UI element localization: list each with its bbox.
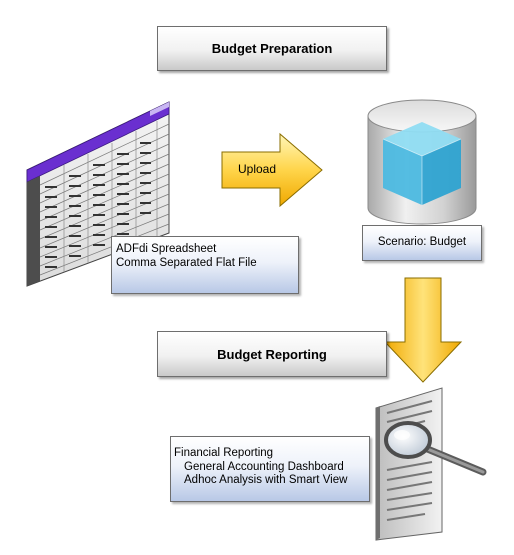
budget-reporting-box: Budget Reporting <box>157 331 387 377</box>
report-tool-smart-view: Adhoc Analysis with Smart View <box>184 474 348 486</box>
reporting-tools-box: Financial Reporting General Accounting D… <box>170 436 370 502</box>
source-format-flat-file: Comma Separated Flat File <box>116 256 257 269</box>
source-format-adfdi: ADFdi Spreadsheet <box>116 243 217 255</box>
budget-preparation-box: Budget Preparation <box>157 26 387 71</box>
report-tool-financial-reporting: Financial Reporting <box>174 447 274 459</box>
budget-reporting-label: Budget Reporting <box>217 346 327 362</box>
upload-label: Upload <box>238 162 277 176</box>
source-formats-box: ADFdi Spreadsheet Comma Separated Flat F… <box>111 236 299 294</box>
report-tool-dashboard: General Accounting Dashboard <box>184 460 344 473</box>
scenario-budget-box: Scenario: Budget <box>362 225 482 261</box>
scenario-budget-label: Scenario: Budget <box>377 236 467 249</box>
budget-preparation-label: Budget Preparation <box>211 41 333 56</box>
